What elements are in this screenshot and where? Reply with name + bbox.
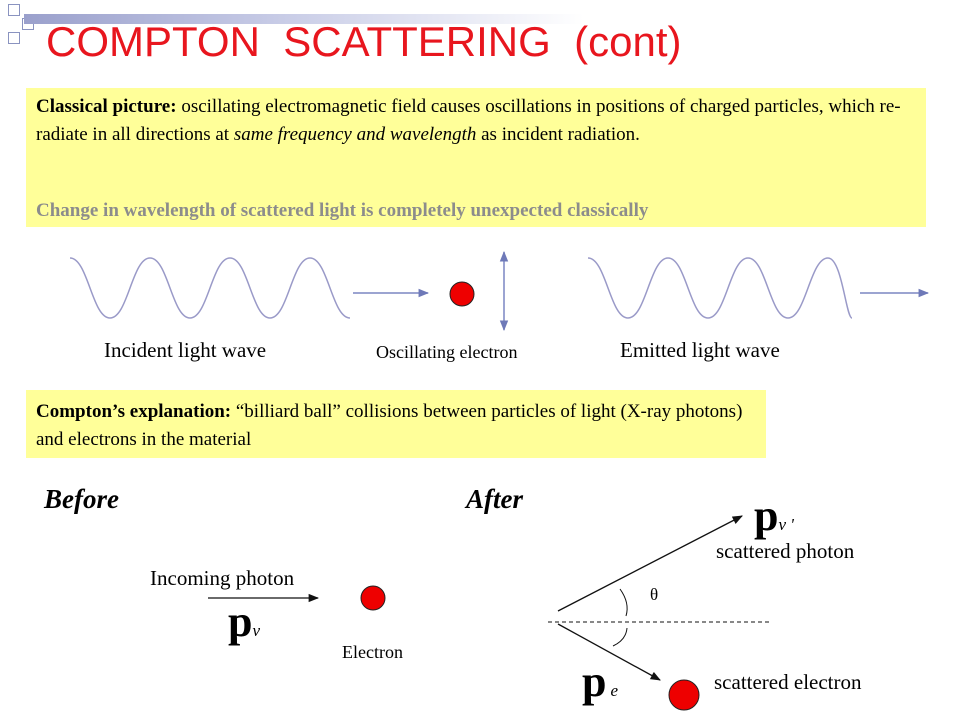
decor-square (8, 4, 20, 16)
classical-text-a: oscillating electromagnetic field causes… (36, 96, 901, 145)
electron-before (360, 585, 386, 611)
scattered-photon-label: scattered photon (716, 539, 855, 563)
incident-light-label: Incident light wave (104, 338, 267, 362)
classical-lead: Classical picture: (36, 96, 177, 117)
incoming-photon-label: Incoming photon (150, 566, 295, 590)
compton-text: “billiard ball” collisions between parti… (36, 401, 743, 450)
compton-explanation-box (26, 390, 766, 458)
scattered-electron-p: p (582, 657, 607, 706)
scattered-electron-label: scattered electron (714, 670, 862, 694)
decor-square (8, 32, 20, 44)
oscillating-electron (449, 281, 475, 307)
photon-momentum-sub: ν (252, 621, 261, 640)
scattered-photon-arrow (557, 515, 743, 612)
scattered-electron-arrow (557, 623, 661, 681)
title-gradient-bar (24, 14, 584, 24)
scattered-photon-momentum: pν ' (754, 494, 794, 547)
compton-lead: Compton’s explanation: (36, 401, 232, 422)
photon-momentum-symbol: pν (228, 600, 260, 653)
oscillating-electron-label: Oscillating electron (376, 342, 518, 362)
angle-theta: θ (650, 585, 659, 604)
incident-wave (69, 257, 351, 319)
compton-paragraph: Compton’s explanation: “billiard ball” c… (36, 398, 756, 454)
classical-picture-box (26, 88, 926, 227)
angle-arc-upper (619, 588, 628, 617)
electron-after (668, 679, 700, 711)
angle-arc-lower (612, 627, 628, 647)
classical-text-b: as incident radiation. (476, 124, 640, 145)
before-heading: Before (44, 484, 119, 514)
emitted-light-label: Emitted light wave (620, 338, 780, 362)
scattered-photon-sub: ν ' (778, 515, 794, 534)
scattered-photon-p: p (754, 491, 779, 540)
emitted-wave (587, 257, 853, 319)
classical-paragraph: Classical picture: oscillating electroma… (36, 93, 916, 149)
photon-momentum-p: p (228, 597, 253, 646)
electron-label: Electron (342, 642, 403, 662)
classical-italic: same frequency and wavelength (233, 124, 477, 145)
classical-note: Change in wavelength of scattered light … (36, 200, 649, 221)
after-heading: After (466, 484, 523, 514)
scattered-electron-sub: e (610, 681, 619, 700)
slide-title: COMPTON SCATTERING (cont) (46, 18, 682, 65)
